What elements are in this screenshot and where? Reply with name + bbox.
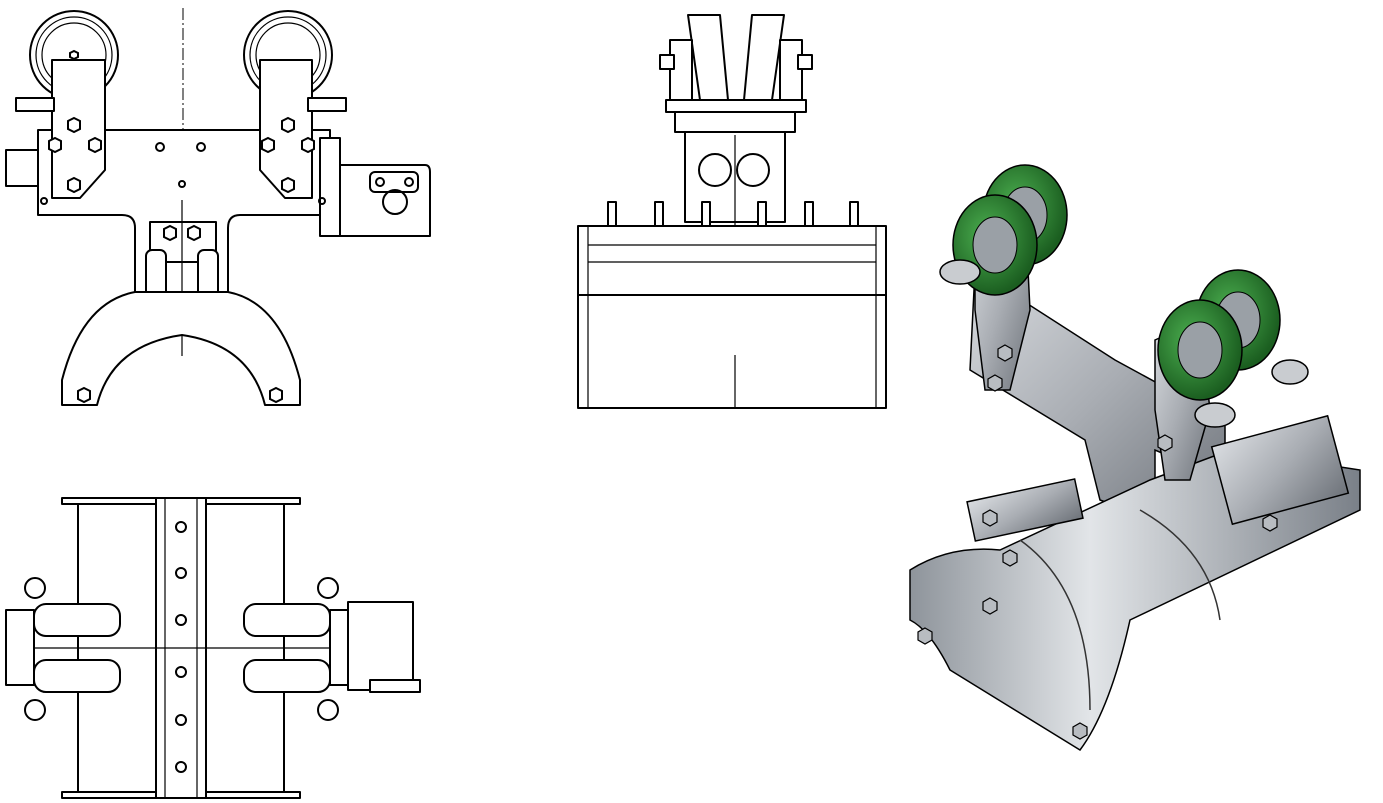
wheel-icon: [952, 164, 1281, 401]
wheel-icon: [33, 603, 331, 693]
side-wheels: [659, 14, 813, 101]
side-view-drawing: [560, 0, 910, 420]
hex-nut-icon: [69, 49, 79, 61]
front-view-drawing: [0, 0, 440, 420]
top-view-drawing: [0, 480, 440, 803]
saddle: [61, 291, 301, 406]
saddle-tray: [909, 449, 1361, 751]
isometric-render: [890, 150, 1383, 803]
tray: [577, 225, 887, 409]
